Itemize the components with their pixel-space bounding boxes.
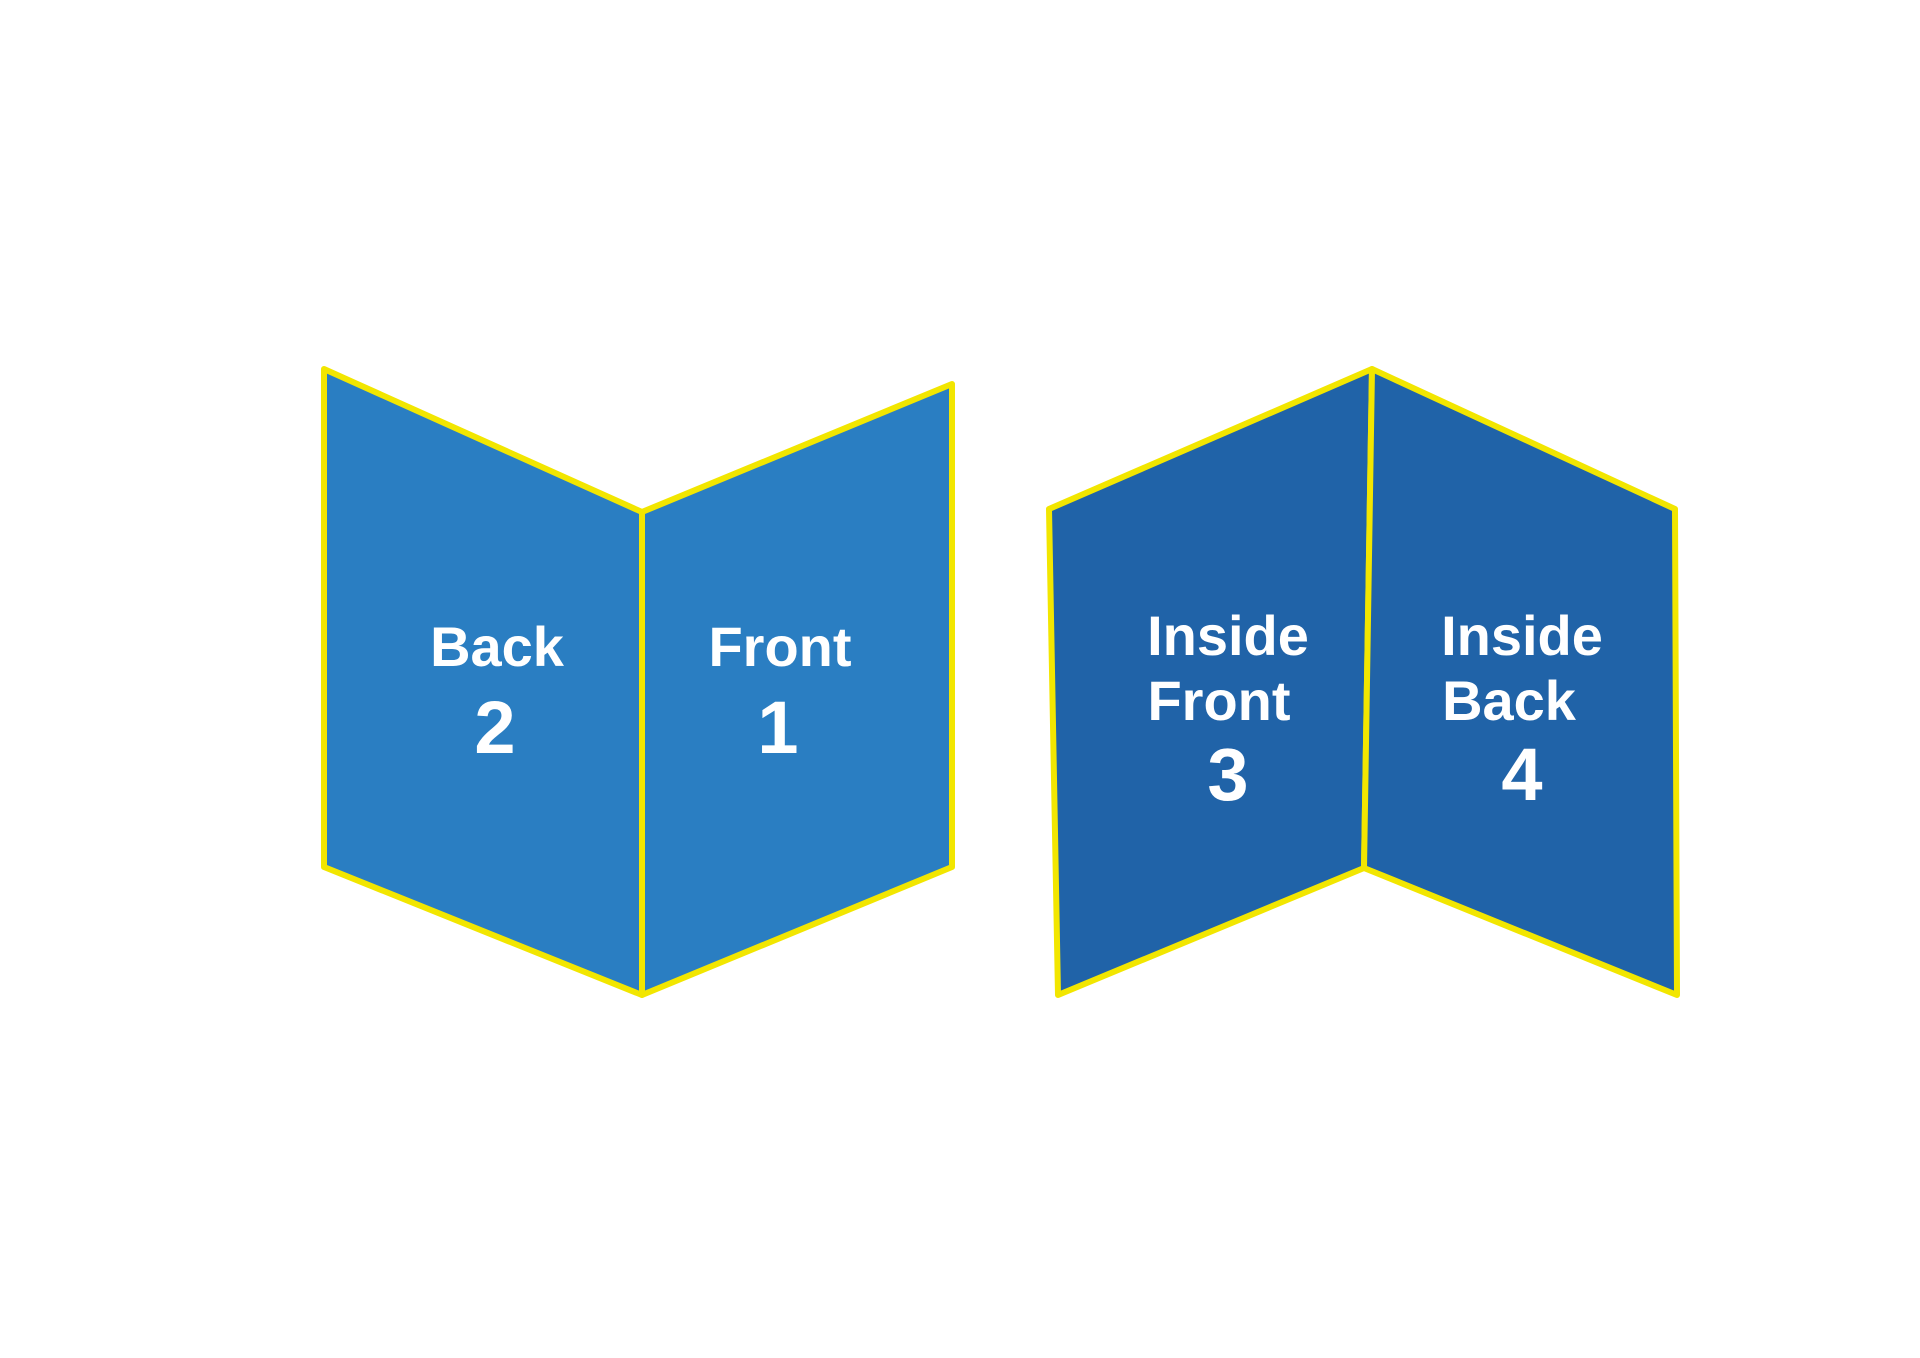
inside-spread: Inside Front 3 Inside Back 4 [1046,366,1680,998]
back-panel-number: 2 [474,686,515,769]
inside-front-label-line2: Front [1147,669,1290,732]
front-panel-number: 1 [757,686,798,769]
inside-front-number: 3 [1207,733,1248,816]
inside-back-number: 4 [1501,733,1542,816]
front-panel-label: Front [708,615,851,678]
outside-spread: Back 2 Front 1 [321,366,955,998]
inside-back-label-line1: Inside [1441,604,1603,667]
front-panel [639,381,955,998]
inside-back-panel [1361,366,1680,998]
inside-back-label-line2: Back [1442,669,1577,732]
inside-front-label-line1: Inside [1147,604,1309,667]
back-panel [321,366,645,998]
back-panel-label: Back [430,615,565,678]
